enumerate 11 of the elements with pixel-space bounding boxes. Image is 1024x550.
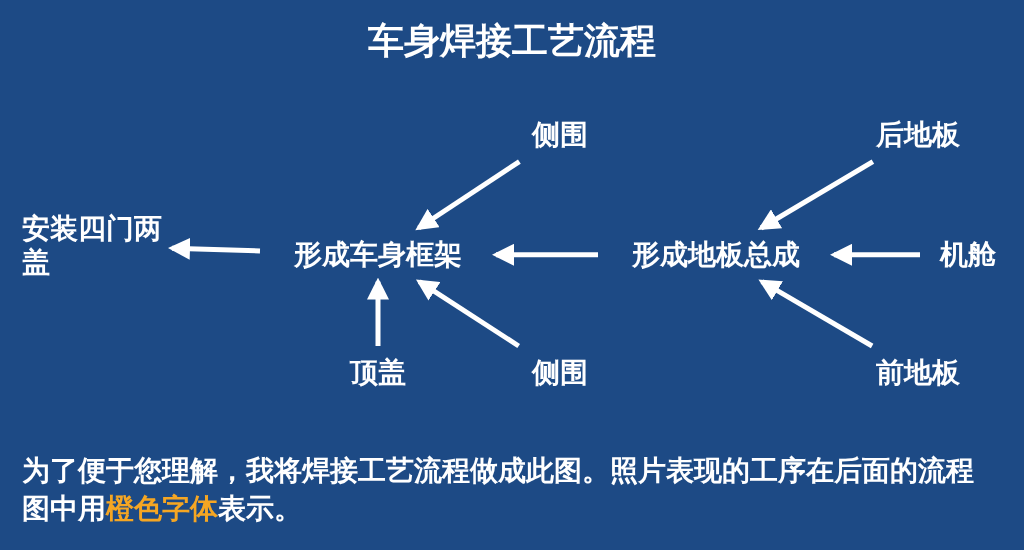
step-label: 机舱 xyxy=(930,238,1006,272)
title: 车身焊接工艺流程 xyxy=(368,19,656,63)
caption: 为了便于您理解，我将焊接工艺流程做成此图。照片表现的工序在后面的流程图中用橙色字体表示。 xyxy=(22,453,975,527)
step-label: 顶盖 xyxy=(333,356,423,390)
step-label: 后地板 xyxy=(858,118,978,152)
step-label: 安装四门两盖 xyxy=(22,212,162,280)
step-label: 侧围 xyxy=(515,118,605,152)
step-label: 前地板 xyxy=(858,356,978,390)
step-label: 侧围 xyxy=(515,356,605,390)
step-label: 形成地板总成 xyxy=(608,238,824,272)
step-label: 形成车身框架 xyxy=(270,238,486,272)
